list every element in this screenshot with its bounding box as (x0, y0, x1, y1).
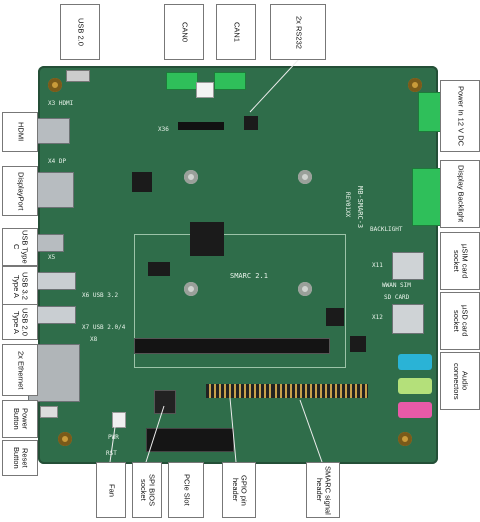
label-can0: CAN0 (164, 4, 204, 60)
x6-silk: X6 USB 3.2 (82, 292, 119, 299)
x7-silk: X7 USB 2.0/4 (82, 324, 126, 331)
rs232-header (178, 122, 224, 130)
chip (132, 172, 152, 192)
smarc-module-area (134, 234, 346, 368)
x11-silk: X11 (372, 262, 383, 269)
gpio-pin-header (206, 384, 280, 398)
label-can1: CAN1 (216, 4, 256, 60)
mounting-hole (298, 282, 312, 296)
leader-line-spi (145, 405, 165, 463)
leader-line-gpio (229, 397, 237, 463)
rev-silk: REV01XX (344, 192, 351, 218)
chip (190, 222, 224, 256)
label-reset-button: Reset Button (2, 440, 38, 476)
label-hdmi: HDMI (2, 112, 38, 152)
smarc-module-connector (134, 338, 330, 354)
can1-terminal (214, 72, 246, 90)
label-rs232: 2x RS232 (270, 4, 326, 60)
wwan-sim-silk: WWAN SIM (382, 282, 411, 289)
mounting-hole (48, 78, 62, 92)
x5-silk: X5 (48, 254, 56, 261)
label-pcie: PCIe Slot (168, 462, 204, 518)
leader-line-rs232 (249, 57, 301, 113)
mounting-hole (184, 170, 198, 184)
sd-card-silk: SD CARD (384, 294, 410, 301)
x12-silk: X12 (372, 314, 383, 321)
hdmi-silk: X3 HDMI (48, 100, 74, 107)
smarc-silk: SMARC 2.1 (230, 272, 268, 280)
pcie-slot (146, 428, 234, 452)
carrier-board: SMARC 2.1 MB-SMARC-3 REV01XX X3 HDMI X4 … (28, 66, 442, 464)
smarc-signal-header (272, 384, 368, 398)
label-audio: Audio connectors (440, 352, 480, 410)
usb20-top-connector (66, 70, 90, 82)
chip (244, 116, 258, 130)
usim-socket (392, 252, 424, 280)
dp-silk: X4 DP (48, 158, 67, 165)
mounting-hole (184, 282, 198, 296)
x8-silk: X8 (90, 336, 98, 343)
label-power12v: Power In 12 V DC (440, 80, 480, 152)
label-usim: µSIM card socket (440, 232, 480, 290)
leader-line-smarc (299, 399, 323, 463)
label-gpio: GPIO pin header (222, 462, 256, 518)
mounting-hole (398, 432, 412, 446)
mounting-hole (58, 432, 72, 446)
label-fan: Fan (96, 462, 126, 518)
spi-bios-socket (154, 390, 176, 414)
label-power-button: Power Button (2, 400, 38, 438)
label-spi-bios: SPI BIOS socket (132, 462, 162, 518)
label-usbc: USB Type C (2, 228, 38, 266)
power-button-switch (40, 406, 58, 418)
label-usb20-top: USB 2.0 (60, 4, 100, 60)
audio-jack-green (398, 378, 432, 394)
backlight-silk: BACKLIGHT (370, 226, 403, 233)
mounting-hole (408, 78, 422, 92)
label-displayport: DisplayPort (2, 166, 38, 216)
chip (326, 308, 344, 326)
chip (148, 262, 170, 276)
label-ethernet: 2x Ethernet (2, 344, 38, 396)
x36-silk: X36 (158, 126, 169, 133)
mounting-hole (298, 170, 312, 184)
label-usb32: USB 3.2 Type A (2, 266, 38, 306)
usd-socket (392, 304, 424, 334)
label-usb20-a: USB 2.0 Type A (2, 304, 38, 340)
board-name-silk: MB-SMARC-3 (356, 186, 364, 229)
audio-jack-blue (398, 354, 432, 370)
audio-jack-pink (398, 402, 432, 418)
can0-terminal (166, 72, 198, 90)
label-usd: µSD card socket (440, 292, 480, 350)
label-smarc-signal: SMARC signal header (306, 462, 340, 518)
leader-line-fan (109, 419, 117, 463)
can-white-connector (196, 82, 214, 98)
label-backlight: Display Backlight (440, 160, 480, 228)
chip (350, 336, 366, 352)
